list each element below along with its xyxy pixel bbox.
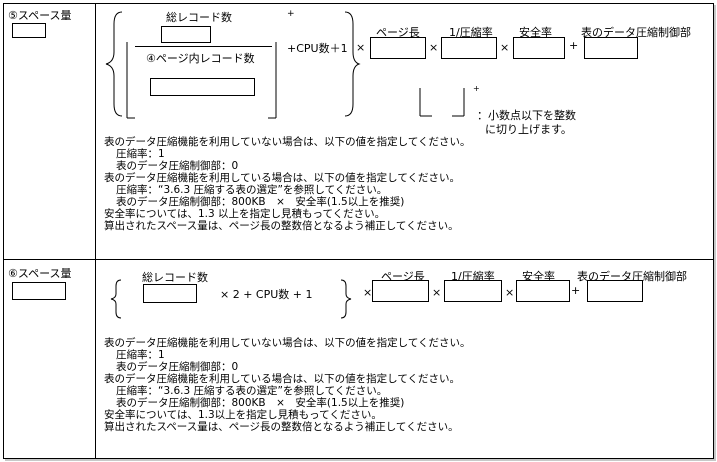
section5-plus-sup: + (287, 9, 295, 19)
note-line: 安全率については、1.3以上を指定し見積もってください。 (104, 409, 382, 421)
section6-plus: + (571, 284, 581, 297)
section6-total-records-field[interactable] (143, 284, 197, 303)
formula-table: ⑤スペース量 総レコード数 + ④ページ内レコード数 +CPU数＋1 × ページ… (3, 3, 714, 459)
section6-page-length-label: ページ長 (381, 270, 425, 283)
note-line: 表のデータ圧縮制御部：0 (116, 160, 239, 172)
section5-safety-rate-field[interactable] (513, 37, 565, 59)
note-line: 算出されたスペース量は、ページ長の整数倍となるよう補正してください。 (104, 421, 459, 433)
column-divider (95, 4, 96, 458)
section5-plus: + (569, 39, 579, 52)
section5-right-brace (344, 11, 361, 117)
note-line: 圧縮率：“3.6.3 圧縮する表の選定”を参照してください。 (116, 184, 388, 196)
section5-times-2: × (429, 41, 439, 54)
section5-fraction-bar (135, 46, 272, 47)
section5-total-records-field[interactable] (161, 26, 211, 43)
section6-compression-ctrl-field[interactable] (587, 280, 643, 302)
section5-page-length-label: ページ長 (376, 26, 420, 39)
note-line: 圧縮率：1 (116, 349, 165, 361)
note-line: 表のデータ圧縮機能を利用していない場合は、以下の値を指定してください。 (104, 136, 471, 148)
section6-page-length-field[interactable] (372, 280, 429, 302)
section5-ceiling-bracket (419, 88, 465, 117)
section5-note-plus: + (473, 84, 480, 93)
section5-cpu-term: +CPU数＋1 (287, 42, 348, 55)
row-divider (4, 259, 713, 260)
section6-compression-ctrl-label: 表のデータ圧縮制御部 (577, 270, 687, 283)
section5-notes: 表のデータ圧縮機能を利用していない場合は、以下の値を指定してください。 圧縮率：… (104, 136, 471, 232)
section5-numerator-label: 総レコード数 (166, 11, 232, 24)
section5-compression-rate-field[interactable] (441, 37, 497, 59)
note-line: 表のデータ圧縮制御部：800KB × 安全率(1.5以上を推奨) (116, 397, 405, 409)
note-line: 表のデータ圧縮機能を利用している場合は、以下の値を指定してください。 (104, 373, 461, 385)
section5-times-1: × (356, 41, 366, 54)
section6-compression-rate-label: 1/圧縮率 (451, 270, 495, 283)
section5-inner-bracket (126, 42, 277, 119)
section6-compression-rate-field[interactable] (444, 280, 502, 302)
section5-note-line1: ：小数点以下を整数 (477, 109, 576, 122)
section6-safety-rate-label: 安全率 (522, 270, 555, 283)
note-line: 算出されたスペース量は、ページ長の整数倍となるよう補正してください。 (104, 220, 459, 232)
section5-page-length-field[interactable] (370, 37, 426, 59)
section6-times-2: × (432, 286, 442, 299)
section6-result-field[interactable] (12, 282, 66, 300)
section6-left-brace (110, 279, 122, 319)
section5-times-3: × (500, 41, 510, 54)
section6-total-records-label: 総レコード数 (142, 271, 208, 284)
note-line: 表のデータ圧縮機能を利用している場合は、以下の値を指定してください。 (104, 172, 461, 184)
section5-left-brace (105, 11, 123, 117)
section6-safety-rate-field[interactable] (516, 280, 570, 302)
note-line: 圧縮率：“3.6.3 圧縮する表の選定”を参照してください。 (116, 385, 388, 397)
section6-notes: 表のデータ圧縮機能を利用していない場合は、以下の値を指定してください。 圧縮率：… (104, 337, 471, 433)
section6-times-3: × (505, 286, 515, 299)
section5-compression-ctrl-field[interactable] (584, 37, 638, 59)
section5-result-field[interactable] (12, 23, 46, 38)
note-line: 安全率については、1.3 以上を指定し見積もってください。 (104, 208, 386, 220)
section5-note-line2: に切り上げます。 (485, 123, 572, 136)
note-line: 表のデータ圧縮制御部：800KB × 安全率(1.5以上を推奨) (116, 196, 405, 208)
note-line: 圧縮率：1 (116, 148, 165, 160)
section6-formula-mid: × 2 + CPU数 + 1 (220, 288, 313, 301)
section6-right-brace (340, 279, 352, 319)
section5-label: ⑤スペース量 (8, 9, 72, 22)
section6-times-1: × (363, 286, 373, 299)
section5-denominator-label: ④ページ内レコード数 (146, 52, 255, 65)
section5-safety-rate-label: 安全率 (519, 26, 552, 39)
note-line: 表のデータ圧縮制御部：0 (116, 361, 239, 373)
section5-compression-rate-label: 1/圧縮率 (449, 26, 493, 39)
section6-label: ⑥スペース量 (8, 267, 72, 280)
note-line: 表のデータ圧縮機能を利用していない場合は、以下の値を指定してください。 (104, 337, 471, 349)
section5-compression-ctrl-label: 表のデータ圧縮制御部 (581, 26, 691, 39)
section5-page-records-field[interactable] (150, 78, 255, 96)
